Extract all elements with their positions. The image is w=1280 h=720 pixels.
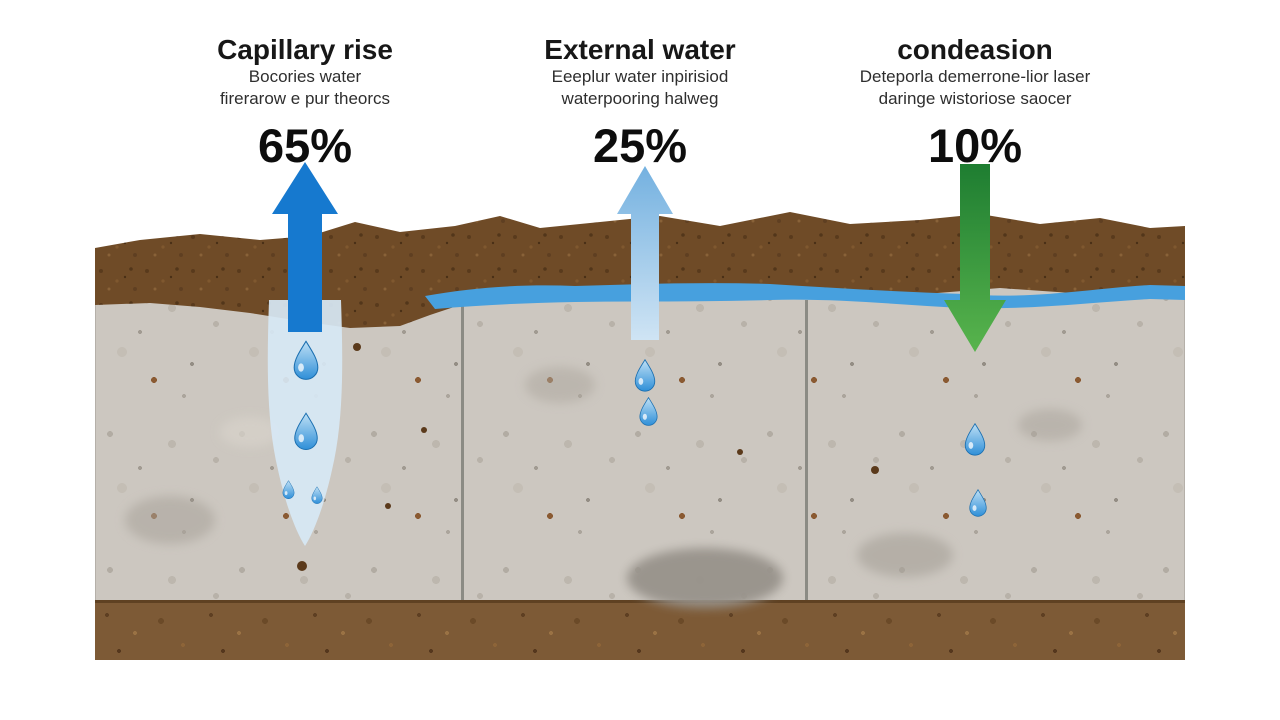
percent-value: 25% bbox=[592, 118, 688, 172]
column-title: Capillary rise bbox=[217, 34, 393, 65]
column-subtitle: waterpooring halweg bbox=[561, 88, 719, 108]
column-subtitle: Bocories water bbox=[248, 67, 362, 87]
column-subtitle: Deteporla demerrone-lior laser bbox=[859, 67, 1091, 87]
section-divider-line bbox=[805, 300, 808, 600]
column-condensation: condeasion Deteporla demerrone-lior lase… bbox=[785, 34, 1165, 173]
column-subtitle: Eeeplur water inpirisiod bbox=[551, 67, 729, 87]
percent-value: 65% bbox=[257, 118, 353, 172]
column-external-water: External water Eeeplur water inpirisiod … bbox=[450, 34, 830, 173]
column-title: External water bbox=[544, 34, 736, 65]
concrete-layer bbox=[95, 278, 1185, 600]
section-divider-line bbox=[461, 300, 464, 600]
column-capillary-rise: Capillary rise Bocories water firerarow … bbox=[115, 34, 495, 173]
column-subtitle: firerarow e pur theorcs bbox=[219, 88, 391, 108]
column-subtitle: daringe wistoriose saocer bbox=[878, 88, 1072, 108]
bottom-soil-layer bbox=[95, 600, 1185, 660]
percent-value: 10% bbox=[927, 118, 1023, 172]
column-title: condeasion bbox=[897, 34, 1053, 65]
